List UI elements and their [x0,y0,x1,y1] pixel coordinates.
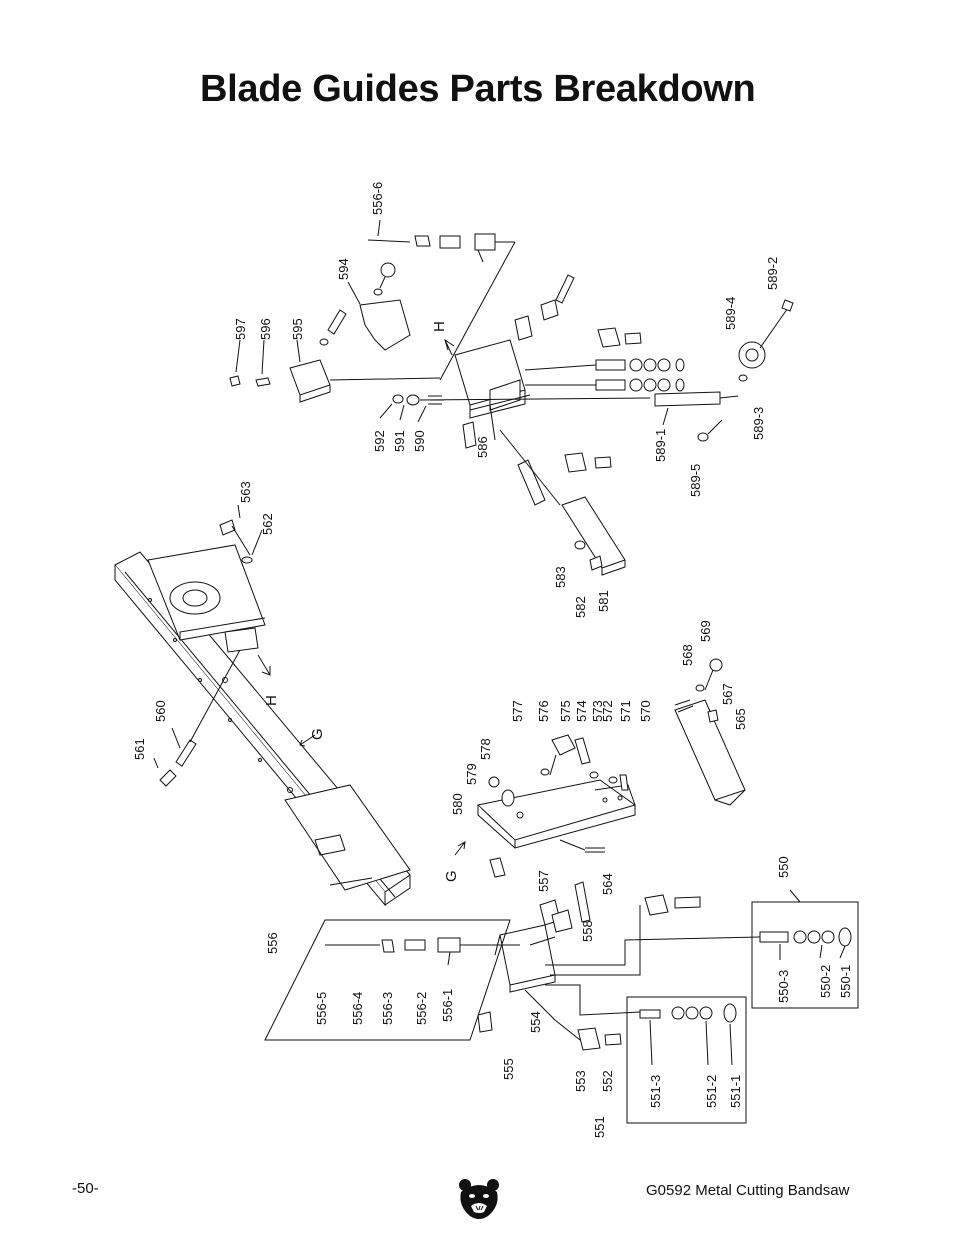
label-564: 564 [600,873,615,895]
label-596: 596 [258,318,273,340]
label-597: 597 [233,318,248,340]
arrow-g-upper [299,734,316,747]
label-589-3: 589-3 [751,407,766,440]
label-550: 550 [776,856,791,878]
label-553: 553 [573,1070,588,1092]
label-571: 571 [618,700,633,722]
label-575: 575 [558,700,573,722]
label-574: 574 [574,700,589,722]
label-589-5: 589-5 [688,464,703,497]
arrow-h-lower [257,654,271,676]
label-586: 586 [475,436,490,458]
label-556: 556 [265,932,280,954]
label-557: 557 [536,870,551,892]
label-583: 583 [553,566,568,588]
label-591: 591 [392,430,407,452]
detail-box-550 [751,889,859,1009]
label-mark-g-upper: G [309,728,326,740]
label-565: 565 [733,708,748,730]
page-number: -50- [72,1180,99,1197]
label-556-6: 556-6 [370,182,385,215]
label-589-1: 589-1 [653,429,668,462]
page-title: Blade Guides Parts Breakdown [200,68,756,110]
label-556-3: 556-3 [380,992,395,1025]
label-568: 568 [680,644,695,666]
label-577: 577 [510,700,525,722]
label-595: 595 [290,318,305,340]
label-551-1: 551-1 [728,1075,743,1108]
label-556-1: 556-1 [440,989,455,1022]
label-562: 562 [260,513,275,535]
detail-box-551 [626,996,747,1124]
bear-logo-icon [459,1179,499,1219]
label-572: 572 [600,700,615,722]
label-569: 569 [698,620,713,642]
model-name: G0592 Metal Cutting Bandsaw [646,1182,850,1199]
label-550-1: 550-1 [838,965,853,998]
label-551-2: 551-2 [704,1075,719,1108]
label-mark-h-upper: H [431,321,448,332]
label-570: 570 [638,700,653,722]
label-561: 561 [132,738,147,760]
label-580: 580 [450,793,465,815]
upper-guide-assembly [229,219,794,576]
arrow-g-lower [454,841,466,856]
label-556-5: 556-5 [314,992,329,1025]
label-mark-h-lower: H [263,695,280,706]
label-563: 563 [238,481,253,503]
label-556-4: 556-4 [350,992,365,1025]
label-552: 552 [600,1070,615,1092]
label-573: 573 [590,700,605,722]
bolt-561-560 [153,649,241,787]
guide-arm-beam [114,544,411,907]
label-551-3: 551-3 [648,1075,663,1108]
label-567: 567 [720,683,735,705]
label-592: 592 [372,430,387,452]
label-560: 560 [153,700,168,722]
label-558: 558 [580,920,595,942]
bolt-563-562 [219,504,263,564]
label-589-4: 589-4 [723,297,738,330]
label-mark-g-lower: G [443,870,460,882]
label-554: 554 [528,1011,543,1033]
label-555: 555 [501,1058,516,1080]
label-578: 578 [478,738,493,760]
label-551: 551 [592,1116,607,1138]
part-labels: 550 550-3 550-2 550-1 551 551-3 551-2 55… [132,182,853,1138]
label-556-2: 556-2 [414,992,429,1025]
label-576: 576 [536,700,551,722]
label-550-2: 550-2 [818,965,833,998]
label-590: 590 [412,430,427,452]
label-594: 594 [336,258,351,280]
arrow-h-upper [444,338,455,356]
label-582: 582 [573,596,588,618]
label-589-2: 589-2 [765,257,780,290]
label-581: 581 [596,590,611,612]
label-550-3: 550-3 [776,970,791,1003]
lower-guide-assembly [264,658,761,1051]
label-579: 579 [464,763,479,785]
